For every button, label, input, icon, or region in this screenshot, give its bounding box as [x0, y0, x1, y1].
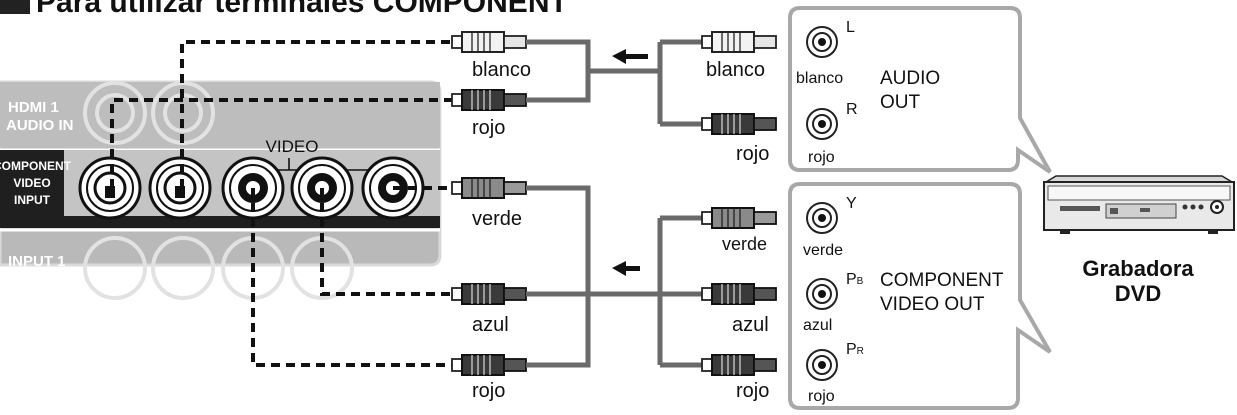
right-audio-white-label: blanco	[706, 59, 765, 81]
direction-arrows	[612, 49, 648, 276]
jack-r-label: R	[846, 101, 858, 118]
jack-pb-label: PB	[846, 271, 864, 288]
tv-back-panel: HDMI 1 AUDIO IN COMPONENT VIDEO INPUT VI…	[0, 80, 442, 300]
jack-l-label: L	[846, 19, 855, 36]
device-name-line1: Grabadora	[1082, 256, 1194, 281]
left-audio-red-label: rojo	[472, 117, 505, 139]
jack-y-label: Y	[846, 195, 857, 212]
pb-output-jack	[806, 278, 838, 310]
right-video-green-label: verde	[722, 234, 767, 254]
jack-l-color-label: blanco	[796, 70, 843, 87]
component-label-1: COMPONENT	[0, 159, 72, 173]
jack-r-color-label: rojo	[808, 149, 835, 166]
jack-pr-label: PR	[846, 341, 864, 358]
component-out-box: Y PB PR verde azul rojo COMPONENT VIDEO …	[788, 182, 1052, 410]
title-square-icon	[0, 0, 30, 14]
left-video-red-label: rojo	[472, 380, 505, 402]
cables	[526, 39, 702, 368]
device-name-line2: DVD	[1115, 281, 1161, 306]
dvd-recorder-icon	[1043, 175, 1235, 234]
audio-out-title-2: OUT	[880, 92, 921, 113]
cable-labels: blanco rojo verde azul rojo blanco rojo …	[472, 59, 769, 402]
left-blue-video-plug	[451, 283, 527, 305]
hdmi-label: HDMI 1	[8, 99, 59, 116]
hdmi-sublabel: AUDIO IN	[6, 117, 74, 134]
jack-pr-color-label: rojo	[808, 388, 835, 405]
right-video-blue-label: azul	[732, 314, 769, 336]
component-out-title-2: VIDEO OUT	[880, 294, 985, 315]
title: Para utilizar terminales COMPONENT	[0, 0, 568, 19]
left-red-audio-plug	[451, 89, 527, 111]
pr-output-jack	[806, 349, 838, 381]
jack-y-color-label: verde	[803, 242, 843, 259]
left-audio-white-label: blanco	[472, 59, 531, 81]
audio-r-output-jack	[806, 108, 838, 140]
audio-out-title-1: AUDIO	[880, 68, 940, 89]
component-out-title-1: COMPONENT	[880, 270, 1004, 291]
component-label-2: VIDEO	[13, 176, 50, 190]
left-video-green-label: verde	[472, 208, 522, 230]
right-red-video-plug	[701, 354, 777, 376]
left-white-audio-plug	[451, 31, 527, 53]
video-arrow-icon	[612, 261, 640, 276]
right-blue-video-plug	[701, 283, 777, 305]
component-label-box	[0, 150, 64, 226]
video-label: VIDEO	[266, 137, 319, 156]
right-white-audio-plug	[701, 31, 777, 53]
left-red-video-plug	[451, 354, 527, 376]
left-video-blue-label: azul	[472, 314, 509, 336]
right-audio-red-label: rojo	[736, 143, 769, 165]
y-output-jack	[806, 202, 838, 234]
left-green-video-plug	[451, 177, 527, 199]
audio-out-box: L R blanco rojo AUDIO OUT	[788, 6, 1052, 174]
component-label-3: INPUT	[14, 193, 51, 207]
right-red-audio-plug	[701, 113, 777, 135]
audio-arrow-icon	[612, 49, 648, 64]
dashed-routes	[110, 40, 452, 367]
page-title: Para utilizar terminales COMPONENT	[36, 0, 568, 19]
input1-label: INPUT 1	[8, 253, 66, 270]
right-video-red-label: rojo	[736, 380, 769, 402]
audio-l-output-jack	[806, 26, 838, 58]
jack-pb-color-label: azul	[803, 317, 832, 334]
right-green-video-plug	[701, 207, 777, 229]
